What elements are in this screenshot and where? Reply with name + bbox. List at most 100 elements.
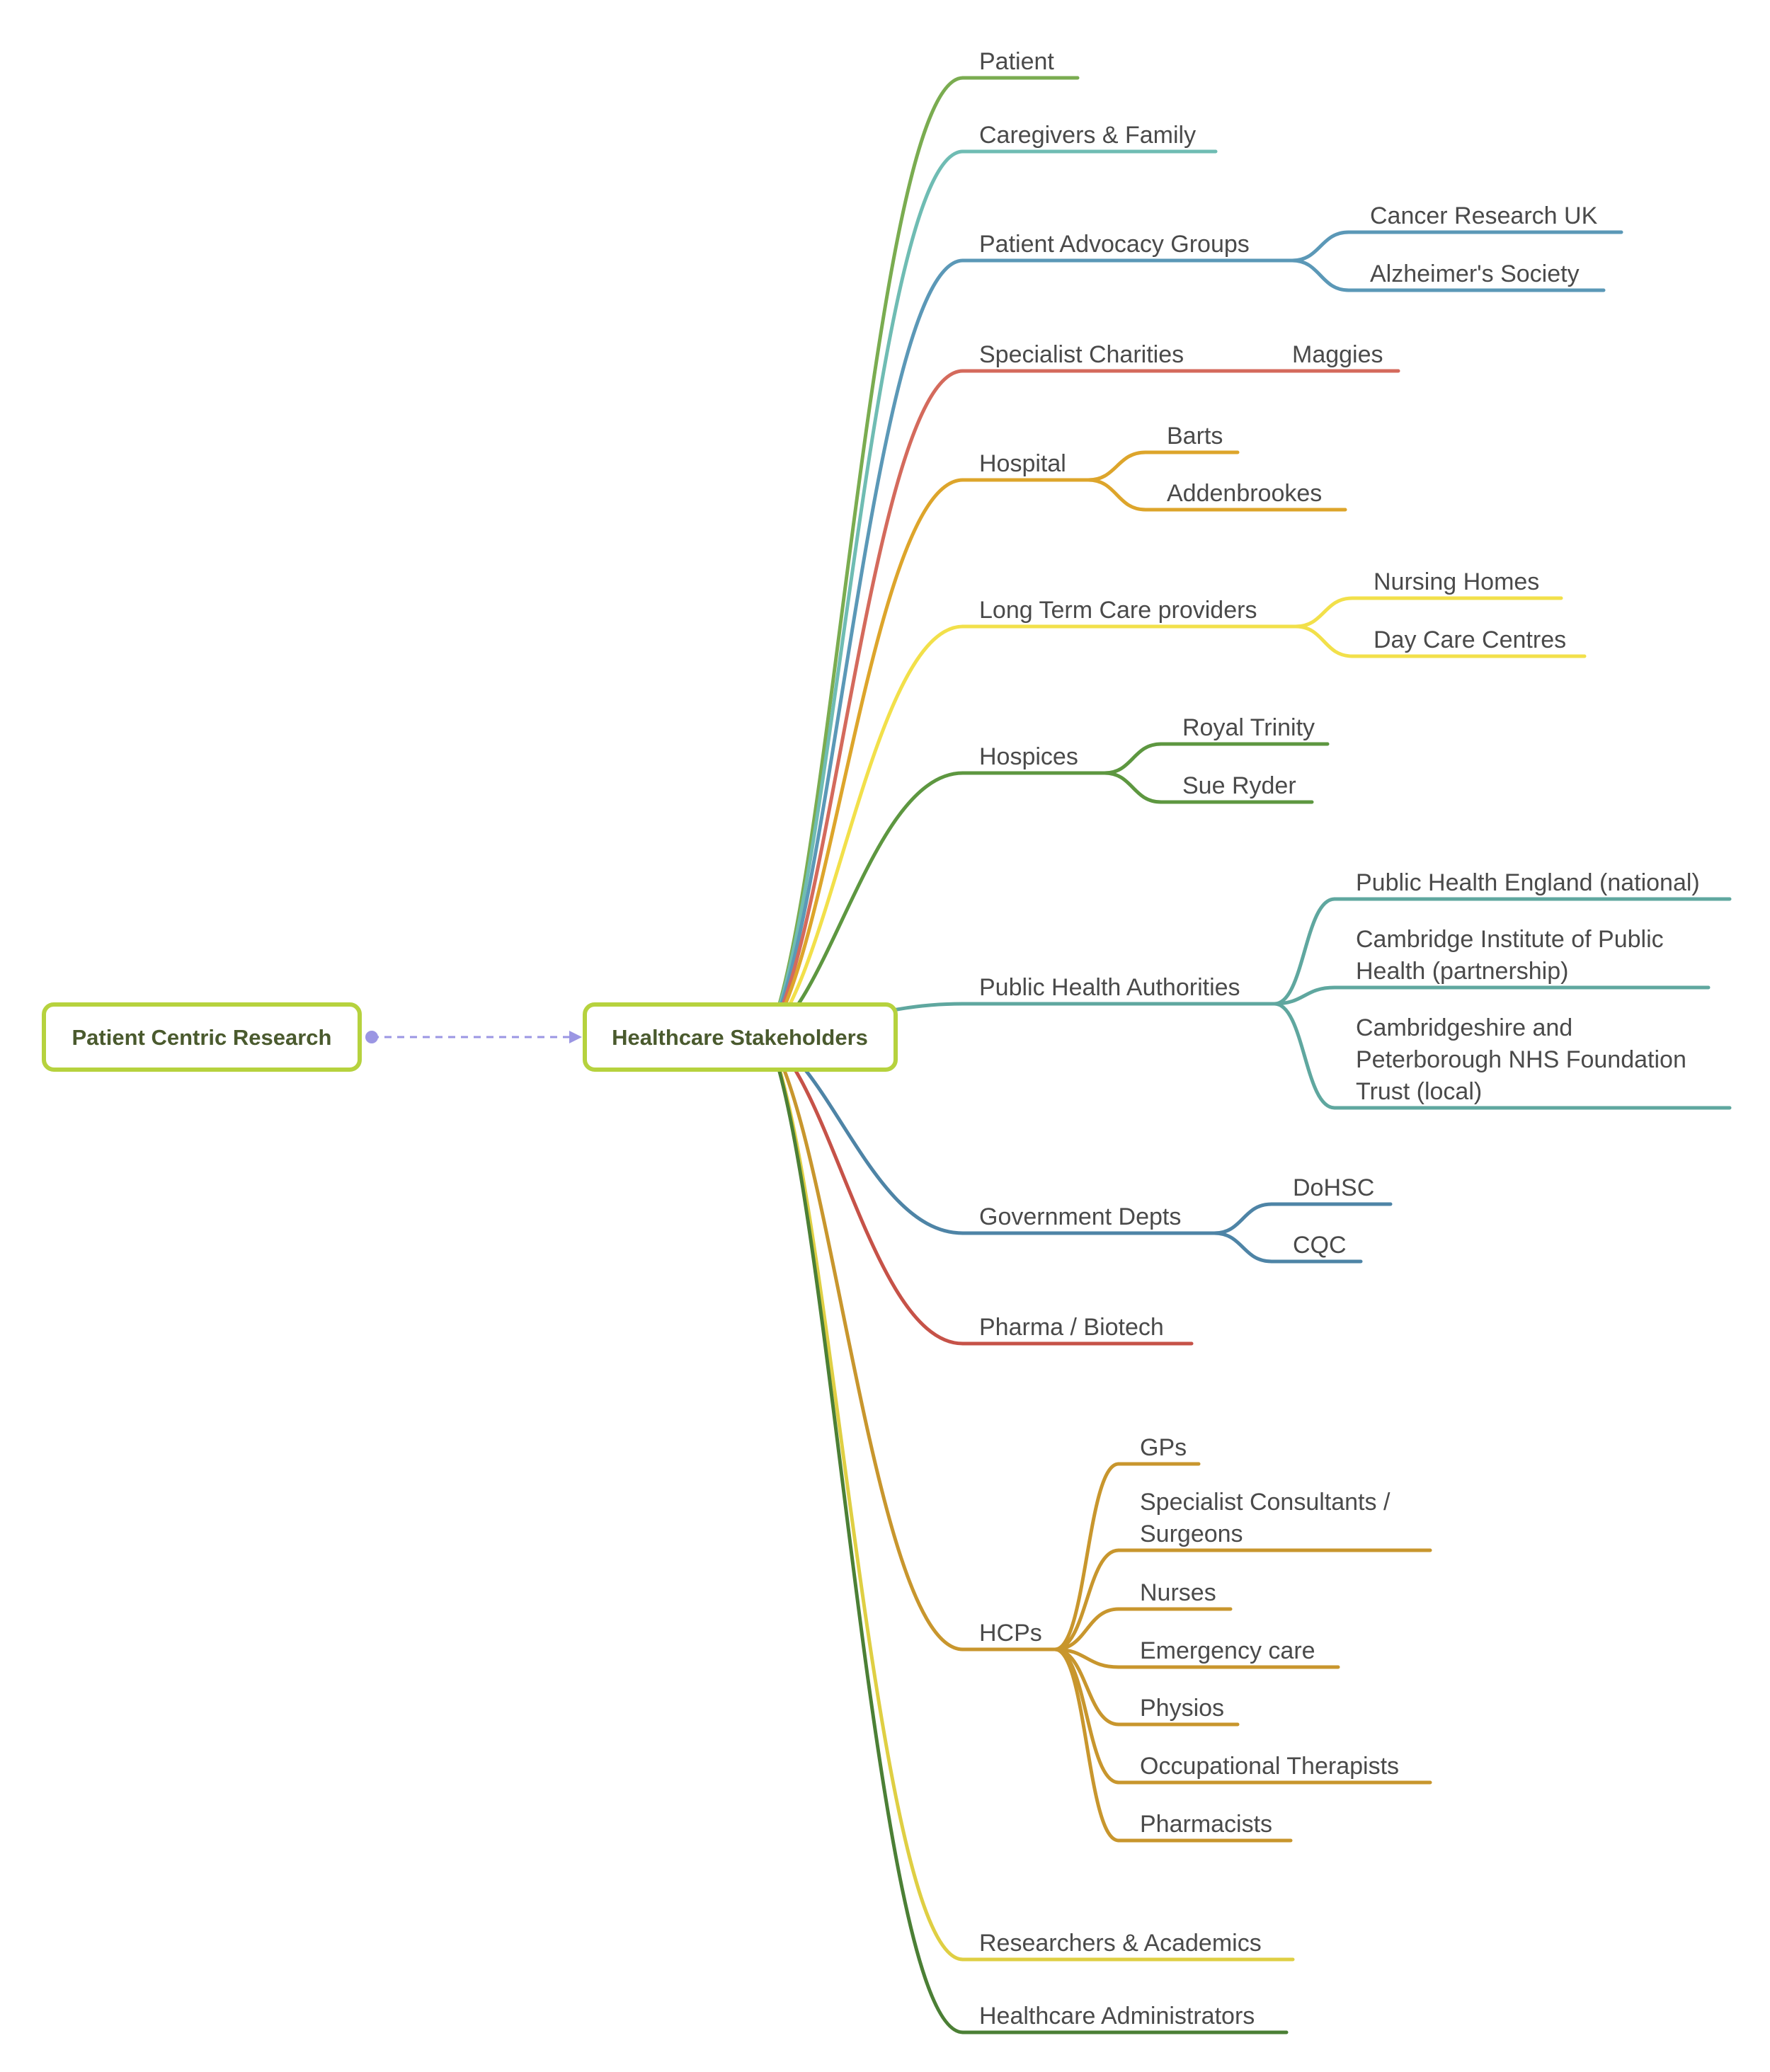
node-caregivers[interactable]: Caregivers & Family: [979, 122, 1196, 149]
node-publichealth-child-0[interactable]: Public Health England (national): [1356, 869, 1700, 896]
node-hcps-child-1[interactable]: Specialist Consultants / Surgeons: [1140, 1489, 1391, 1547]
node-hospices-child-0[interactable]: Royal Trinity: [1182, 714, 1315, 741]
node-caregivers-label-line: Caregivers & Family: [979, 122, 1196, 149]
node-publichealth-child-2-label-line: Peterborough NHS Foundation: [1356, 1046, 1686, 1073]
node-hospital[interactable]: Hospital: [979, 450, 1066, 477]
node-hospices-child-0-label-line: Royal Trinity: [1182, 714, 1315, 741]
edge-hospices: [766, 771, 965, 1039]
node-publichealth-label-line: Public Health Authorities: [979, 974, 1240, 1001]
edge-hospital: [766, 478, 965, 1039]
node-longterm-child-0-label-line: Nursing Homes: [1374, 568, 1539, 595]
edge-longterm: [766, 624, 965, 1039]
node-patient[interactable]: Patient: [979, 48, 1054, 75]
node-hcps-child-3[interactable]: Emergency care: [1140, 1637, 1315, 1664]
node-pharma-label-line: Pharma / Biotech: [979, 1314, 1164, 1341]
node-hcps-child-4[interactable]: Physios: [1140, 1695, 1224, 1722]
node-researchers[interactable]: Researchers & Academics: [979, 1930, 1262, 1957]
edge-advocacy-child-0: [1290, 230, 1351, 263]
hub-node-label: Healthcare Stakeholders: [612, 1025, 868, 1050]
node-hcps[interactable]: HCPs: [979, 1620, 1042, 1647]
node-hospices-label-line: Hospices: [979, 743, 1078, 770]
edge-hospices-child-0: [1102, 742, 1163, 775]
node-publichealth-child-1-label-line: Health (partnership): [1356, 958, 1568, 985]
node-hcps-child-3-label-line: Emergency care: [1140, 1637, 1315, 1664]
node-publichealth-child-1-label-line: Cambridge Institute of Public: [1356, 926, 1664, 953]
node-charities-label-line: Specialist Charities: [979, 341, 1184, 368]
node-hcps-child-0[interactable]: GPs: [1140, 1434, 1187, 1461]
edge-government-child-1: [1212, 1231, 1274, 1264]
node-hcps-child-1-label-line: Surgeons: [1140, 1521, 1243, 1547]
node-advocacy-child-1[interactable]: Alzheimer's Society: [1370, 261, 1580, 287]
node-charities-child-0-label-line: Maggies: [1292, 341, 1383, 368]
edge-government-child-0: [1212, 1202, 1274, 1235]
node-hcps-child-4-label-line: Physios: [1140, 1695, 1224, 1722]
node-longterm[interactable]: Long Term Care providers: [979, 597, 1257, 624]
hub-node-box: [583, 1002, 898, 1072]
node-charities-child-0[interactable]: Maggies: [1292, 341, 1383, 368]
edge-advocacy-child-1: [1290, 258, 1351, 292]
node-government-child-0[interactable]: DoHSC: [1293, 1174, 1374, 1201]
edge-hospices-child-1: [1102, 771, 1163, 804]
edge-hospital-child-0: [1086, 450, 1148, 482]
node-government[interactable]: Government Depts: [979, 1203, 1181, 1230]
node-hcps-child-2[interactable]: Nurses: [1140, 1579, 1216, 1606]
edge-hcps-child-2: [1053, 1607, 1121, 1652]
root-node-box: [42, 1002, 362, 1072]
node-government-label-line: Government Depts: [979, 1203, 1181, 1230]
node-longterm-child-0[interactable]: Nursing Homes: [1374, 568, 1539, 595]
node-hospital-child-1-label-line: Addenbrookes: [1167, 480, 1322, 507]
edge-hcps-child-0: [1053, 1462, 1121, 1652]
node-hospices-child-1[interactable]: Sue Ryder: [1182, 772, 1296, 799]
edge-publichealth-child-1: [1272, 985, 1337, 1006]
edge-charities: [766, 369, 965, 1039]
node-hcps-label-line: HCPs: [979, 1620, 1042, 1647]
node-hcps-child-5[interactable]: Occupational Therapists: [1140, 1753, 1399, 1780]
edge-hcps: [766, 1035, 965, 1652]
edge-publichealth-child-0: [1272, 897, 1337, 1006]
node-pharma[interactable]: Pharma / Biotech: [979, 1314, 1164, 1341]
connector-start-dot: [365, 1031, 378, 1043]
node-hcps-child-2-label-line: Nurses: [1140, 1579, 1216, 1606]
node-administrators[interactable]: Healthcare Administrators: [979, 2003, 1255, 2030]
edges-layer: [766, 76, 1732, 2034]
edge-longterm-child-1: [1294, 624, 1354, 658]
node-government-child-1[interactable]: CQC: [1293, 1232, 1347, 1259]
node-longterm-child-1[interactable]: Day Care Centres: [1374, 626, 1566, 653]
node-charities[interactable]: Specialist Charities: [979, 341, 1184, 368]
node-hcps-child-5-label-line: Occupational Therapists: [1140, 1753, 1399, 1780]
node-advocacy-label-line: Patient Advocacy Groups: [979, 231, 1250, 258]
node-publichealth-child-2-label-line: Cambridgeshire and: [1356, 1014, 1572, 1041]
edge-administrators: [766, 1035, 965, 2034]
node-hcps-child-0-label-line: GPs: [1140, 1434, 1187, 1461]
root-node-label: Patient Centric Research: [72, 1025, 332, 1050]
edge-longterm-child-0: [1294, 596, 1354, 629]
root-node[interactable]: Patient Centric Research: [42, 1002, 362, 1072]
edge-hcps-child-6: [1053, 1647, 1121, 1843]
node-hcps-child-6-label-line: Pharmacists: [1140, 1811, 1272, 1838]
node-publichealth[interactable]: Public Health Authorities: [979, 974, 1240, 1001]
node-patient-label-line: Patient: [979, 48, 1054, 75]
connector-arrowhead: [569, 1031, 582, 1043]
node-hcps-child-1-label-line: Specialist Consultants /: [1140, 1489, 1391, 1516]
node-advocacy-child-0-label-line: Cancer Research UK: [1370, 202, 1598, 229]
hub-node[interactable]: Healthcare Stakeholders: [583, 1002, 898, 1072]
node-hcps-child-6[interactable]: Pharmacists: [1140, 1811, 1272, 1838]
node-hospices[interactable]: Hospices: [979, 743, 1078, 770]
edge-pharma: [766, 1035, 965, 1346]
node-advocacy-child-0[interactable]: Cancer Research UK: [1370, 202, 1598, 229]
node-publichealth-child-0-label-line: Public Health England (national): [1356, 869, 1700, 896]
node-hospital-child-1[interactable]: Addenbrookes: [1167, 480, 1322, 507]
edge-researchers: [766, 1035, 965, 1962]
node-hospices-child-1-label-line: Sue Ryder: [1182, 772, 1296, 799]
edge-caregivers: [766, 149, 965, 1039]
node-hospital-child-0[interactable]: Barts: [1167, 423, 1223, 450]
node-government-child-0-label-line: DoHSC: [1293, 1174, 1374, 1201]
node-advocacy[interactable]: Patient Advocacy Groups: [979, 231, 1250, 258]
node-government-child-1-label-line: CQC: [1293, 1232, 1347, 1259]
edge-hcps-child-5: [1053, 1647, 1121, 1785]
node-longterm-label-line: Long Term Care providers: [979, 597, 1257, 624]
